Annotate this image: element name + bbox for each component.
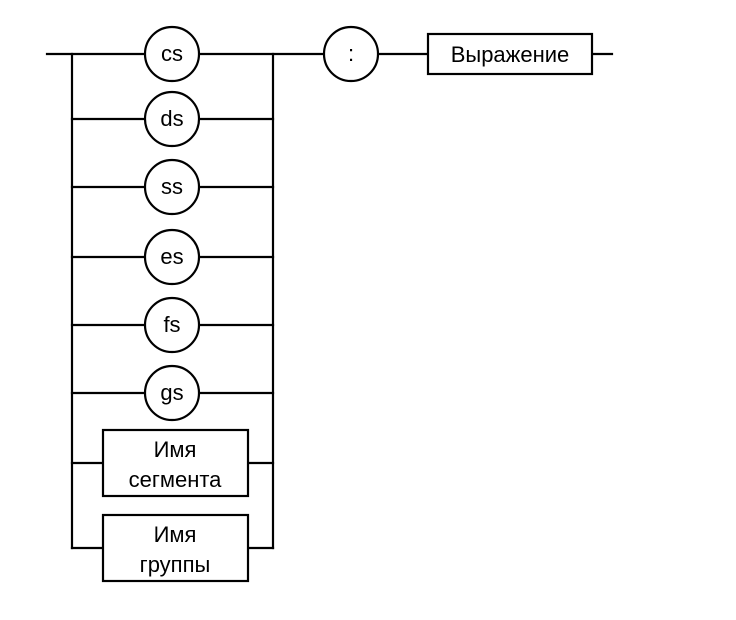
- expression-label: Выражение: [451, 42, 570, 67]
- register-fs-node: fs: [143, 296, 201, 354]
- register-es-node: es: [143, 228, 201, 286]
- register-ds-node: ds: [143, 90, 201, 148]
- colon-node: :: [322, 25, 380, 83]
- segment-name-line2: сегмента: [129, 467, 223, 492]
- colon-label: :: [348, 41, 354, 66]
- register-gs-node: gs: [143, 364, 201, 422]
- register-cs-node: cs: [143, 25, 201, 83]
- register-cs-label: cs: [161, 41, 183, 66]
- register-ss-label: ss: [161, 174, 183, 199]
- group-name-line2: группы: [140, 552, 211, 577]
- group-name-box: Имя группы: [101, 513, 250, 583]
- register-fs-label: fs: [163, 312, 180, 337]
- segment-name-line1: Имя: [154, 437, 197, 462]
- register-es-label: es: [160, 244, 183, 269]
- segment-name-box: Имя сегмента: [101, 428, 250, 498]
- register-gs-label: gs: [160, 380, 183, 405]
- group-name-line1: Имя: [154, 522, 197, 547]
- register-ss-node: ss: [143, 158, 201, 216]
- diagram-lines: [45, 52, 614, 550]
- register-ds-label: ds: [160, 106, 183, 131]
- expression-box: Выражение: [426, 32, 594, 76]
